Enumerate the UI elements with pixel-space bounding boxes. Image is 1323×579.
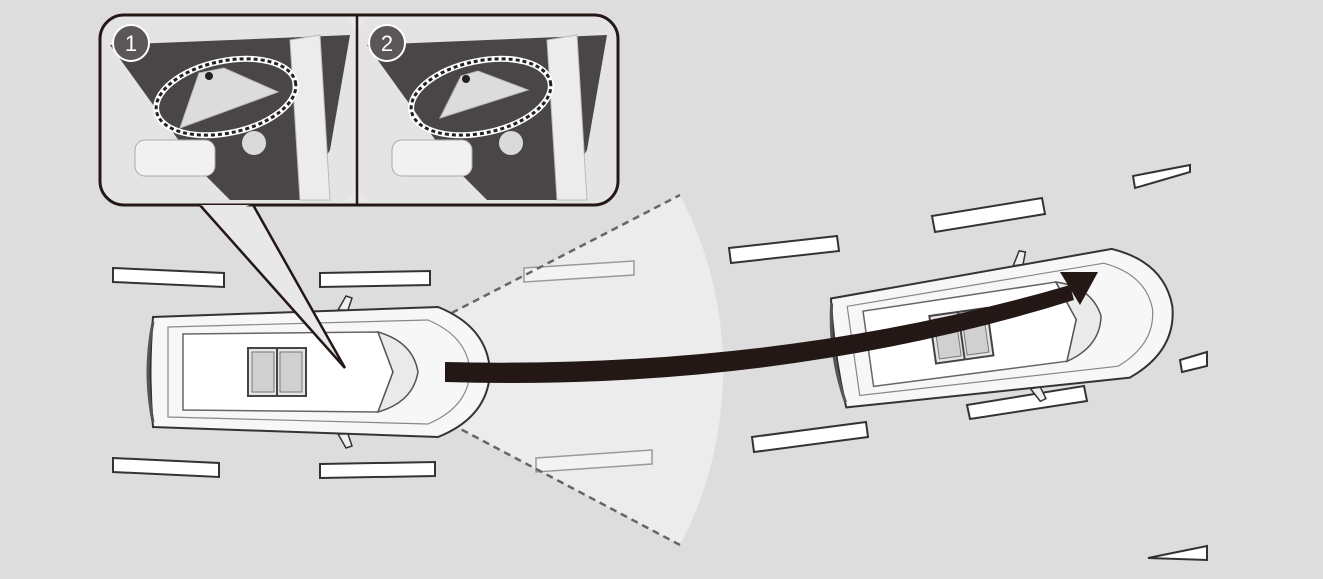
- lane-change-arrow-icon: [445, 272, 1098, 383]
- badge-1: 1: [112, 24, 150, 62]
- badge-2-label: 2: [381, 31, 393, 56]
- own-vehicle: [146, 294, 492, 450]
- inset-panel: 1 2: [98, 13, 620, 212]
- badge-2: 2: [368, 24, 406, 62]
- inset-2-image: [357, 17, 616, 203]
- lane-markings: [112, 163, 1208, 562]
- fan-lane-marks: [523, 260, 653, 473]
- badge-1-label: 1: [125, 31, 137, 56]
